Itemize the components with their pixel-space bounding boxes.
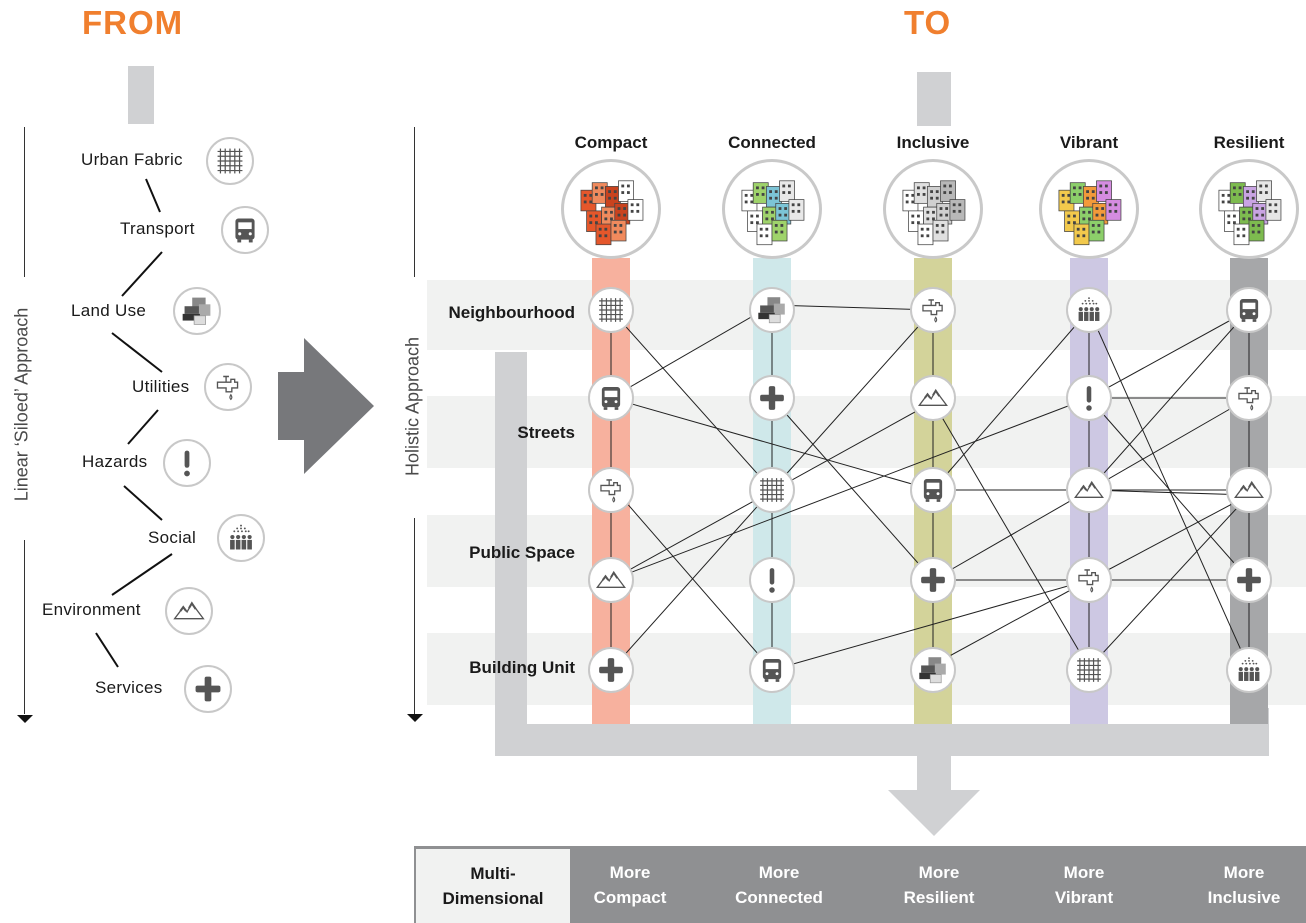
column-label-vibrant: Vibrant <box>1059 133 1119 152</box>
linear-axis-arrowhead <box>17 715 33 723</box>
siloed-chain-lines <box>95 178 173 668</box>
blocks-icon <box>910 647 956 693</box>
grid-icon <box>206 137 254 185</box>
outcome-more-compact: More Compact <box>593 862 667 907</box>
bus-icon <box>1226 287 1272 333</box>
exclamation-icon <box>1066 375 1112 421</box>
frame-left-bar <box>495 352 527 756</box>
to-heading: TO <box>904 4 952 41</box>
mountain-icon <box>1226 467 1272 513</box>
row-label-public-space: Public Space <box>469 543 575 562</box>
grid-icon <box>588 287 634 333</box>
row-label-building-unit: Building Unit <box>469 658 575 677</box>
mountain-icon <box>910 375 956 421</box>
linear-axis-line-bottom <box>24 540 25 714</box>
people-icon <box>217 514 265 562</box>
row-label-streets: Streets <box>517 423 575 442</box>
row-band-public-space <box>427 515 1306 587</box>
from-heading: FROM <box>82 4 184 41</box>
siloed-label-urban-fabric: Urban Fabric <box>81 150 183 169</box>
blocks-icon <box>173 287 221 335</box>
plus-icon <box>184 665 232 713</box>
column-label-inclusive: Inclusive <box>896 133 970 152</box>
bus-icon <box>749 647 795 693</box>
column-label-resilient: Resilient <box>1213 133 1285 152</box>
siloed-label-hazards: Hazards <box>82 452 148 471</box>
siloed-label-social: Social <box>148 528 197 547</box>
linear-axis-line-top <box>24 127 25 277</box>
siloed-label-land-use: Land Use <box>71 301 147 320</box>
tap-icon <box>1226 375 1272 421</box>
bus-icon <box>910 467 956 513</box>
outcome-more-vibrant: More Vibrant <box>1054 862 1114 907</box>
outcomes-bar: Multi- Dimensional More Compact More Conn… <box>414 846 1306 923</box>
row-label-neighbourhood: Neighbourhood <box>448 303 575 322</box>
grid-icon <box>749 467 795 513</box>
tap-icon <box>588 467 634 513</box>
tap-icon <box>910 287 956 333</box>
mountain-icon <box>588 557 634 603</box>
holistic-axis-arrowhead <box>407 714 423 722</box>
mountain-icon <box>1066 467 1112 513</box>
outcome-more-inclusive: More Inclusive <box>1207 862 1281 907</box>
holistic-axis-line-top <box>414 127 415 277</box>
siloed-label-environment: Environment <box>42 600 141 619</box>
transition-arrow <box>278 338 374 474</box>
grid-icon <box>1066 647 1112 693</box>
city-illustration-resilient <box>1199 159 1299 259</box>
row-band-building-unit <box>427 633 1306 705</box>
outcome-multi-dimensional: Multi- Dimensional <box>416 849 570 923</box>
blocks-icon <box>749 287 795 333</box>
tap-icon <box>204 363 252 411</box>
from-connector <box>128 66 154 124</box>
holistic-axis-line-bottom <box>414 518 415 714</box>
plus-icon <box>588 647 634 693</box>
city-illustration-vibrant <box>1039 159 1139 259</box>
plus-icon <box>910 557 956 603</box>
plus-icon <box>1226 557 1272 603</box>
siloed-label-utilities: Utilities <box>132 377 190 396</box>
city-illustration-connected <box>722 159 822 259</box>
outcome-more-connected: More Connected <box>735 862 823 907</box>
city-illustration-compact <box>561 159 661 259</box>
column-label-connected: Connected <box>728 133 816 152</box>
outcome-more-resilient: More Resilient <box>903 862 975 907</box>
exclamation-icon <box>749 557 795 603</box>
exclamation-icon <box>163 439 211 487</box>
people-icon <box>1066 287 1112 333</box>
to-connector <box>917 72 951 126</box>
column-label-compact: Compact <box>574 133 648 152</box>
bus-icon <box>588 375 634 421</box>
row-band-neighbourhood <box>427 280 1306 350</box>
people-icon <box>1226 647 1272 693</box>
tap-icon <box>1066 557 1112 603</box>
plus-icon <box>749 375 795 421</box>
down-arrow-head <box>888 790 980 836</box>
down-arrow-shaft <box>917 756 951 792</box>
siloed-label-services: Services <box>95 678 163 697</box>
frame-bottom-bar <box>495 724 1269 756</box>
siloed-label-transport: Transport <box>120 219 195 238</box>
bus-icon <box>221 206 269 254</box>
row-band-streets <box>427 396 1306 468</box>
mountain-icon <box>165 587 213 635</box>
city-illustration-inclusive <box>883 159 983 259</box>
